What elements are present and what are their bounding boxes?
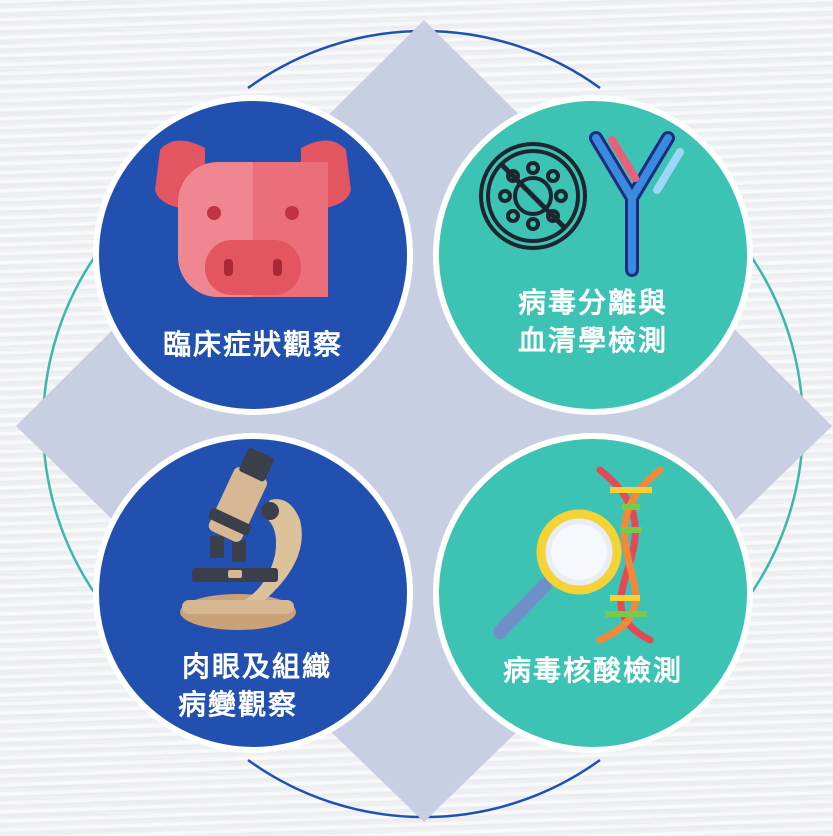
microscope-icon [180,447,302,630]
label-nucleic-acid-detection: 病毒核酸檢測 [466,652,720,690]
antibody-icon [589,131,684,277]
label-gross-histopathology: 肉眼及組織 病變觀察 [152,648,362,724]
label-line: 病變觀察 [178,688,299,721]
dna-magnifier-icon [493,466,664,644]
label-virus-isolation-serology: 病毒分離與 血清學檢測 [482,284,704,360]
label-line: 臨床症狀觀察 [162,328,343,361]
pig-icon [155,140,351,297]
label-line: 肉眼及組織 [181,650,332,683]
label-line: 病毒核酸檢測 [502,654,683,687]
circle-bottom-left [93,433,413,753]
label-line: 病毒分離與 [517,286,668,319]
dna-icon [596,466,664,644]
label-clinical-observation: 臨床症狀觀察 [129,326,377,364]
virus-icon [479,142,587,250]
virus-antibody-icon [479,131,684,277]
magnifier-handle [493,578,552,639]
circle-bottom-right [433,433,753,753]
label-line: 血清學檢測 [517,324,668,357]
